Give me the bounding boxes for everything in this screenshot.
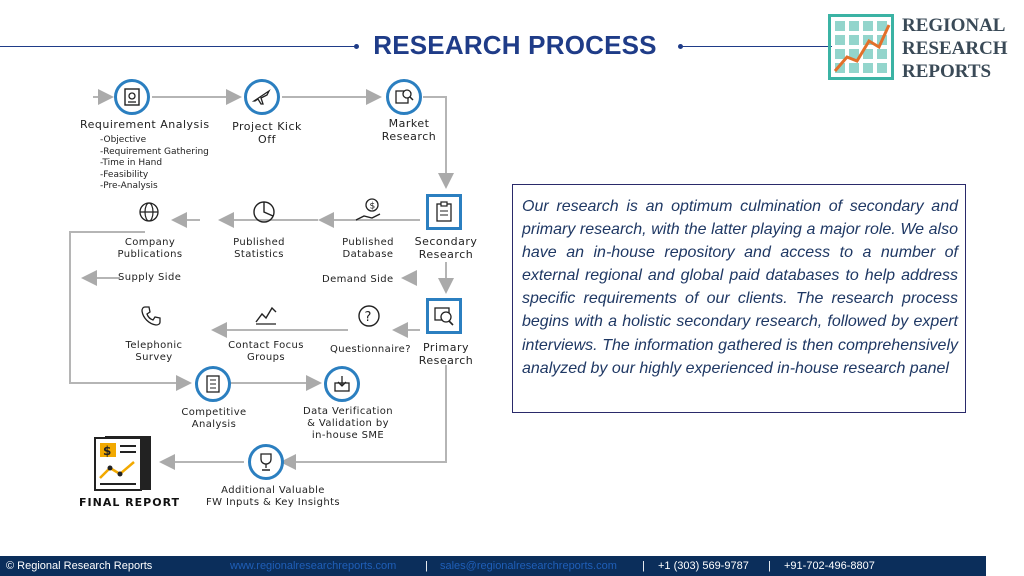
footer-phone-1: +1 (303) 569-9787 — [658, 560, 749, 572]
globe-icon — [138, 201, 160, 227]
pie-chart-icon — [252, 200, 276, 228]
primary-research-icon — [426, 298, 462, 334]
description-box: Our research is an optimum culmination o… — [512, 184, 966, 413]
chart-logo-icon — [833, 21, 891, 73]
header-rule-right — [682, 46, 832, 47]
footer-bar: © Regional Research Reports www.regional… — [0, 556, 986, 576]
project-kick-off-label: Project Kick Off — [232, 120, 302, 146]
published-statistics-label: Published Statistics — [233, 237, 285, 260]
page-title: RESEARCH PROCESS — [373, 30, 657, 60]
footer-separator: | — [768, 560, 771, 572]
question-icon: ? — [357, 304, 381, 332]
svg-text:$: $ — [370, 202, 376, 212]
additional-inputs-label: Additional Valuable FW Inputs & Key Insi… — [205, 485, 341, 508]
airplane-icon — [244, 79, 280, 115]
demand-side-label: Demand Side — [322, 274, 394, 285]
competitive-analysis-icon — [195, 366, 231, 402]
line-chart-icon — [254, 304, 278, 330]
market-research-label: Market Research — [381, 117, 437, 143]
footer-phone-2: +91-702-496-8807 — [784, 560, 875, 572]
company-publications-label: Company Publications — [117, 237, 183, 260]
supply-side-label: Supply Side — [118, 272, 182, 283]
final-report-icon: $ — [93, 434, 155, 496]
money-hand-icon: $ — [354, 198, 384, 230]
telephonic-survey-label: Telephonic Survey — [125, 340, 183, 363]
header-dot-right — [678, 44, 683, 49]
footer-copyright: © Regional Research Reports — [6, 560, 153, 572]
data-verification-icon — [324, 366, 360, 402]
trophy-icon — [248, 444, 284, 480]
requirement-analysis-icon — [114, 79, 150, 115]
logo-mark — [828, 14, 894, 80]
footer-website-link[interactable]: www.regionalresearchreports.com — [230, 560, 397, 572]
footer-separator: | — [642, 560, 645, 572]
final-report-label: FINAL REPORT — [79, 496, 181, 509]
market-research-icon — [386, 79, 422, 115]
phone-icon — [140, 305, 162, 331]
requirement-analysis-items: -Objective -Requirement Gathering -Time … — [100, 135, 209, 192]
primary-research-label: Primary Research — [418, 341, 474, 367]
logo-text: REGIONAL RESEARCH REPORTS — [902, 15, 1008, 82]
final-report-symbol: $ — [103, 444, 111, 458]
requirement-analysis-label: Requirement Analysis — [80, 118, 210, 131]
clipboard-icon — [426, 194, 462, 230]
footer-email-link[interactable]: sales@regionalresearchreports.com — [440, 560, 617, 572]
header-dot-left — [354, 44, 359, 49]
competitive-analysis-label: Competitive Analysis — [181, 407, 247, 430]
published-database-label: Published Database — [342, 237, 394, 260]
questionnaire-label: Questionnaire? — [330, 344, 411, 355]
data-verification-label: Data Verification & Validation by in-hou… — [302, 406, 394, 441]
secondary-research-label: Secondary Research — [414, 235, 478, 261]
header-rule-left — [0, 46, 356, 47]
contact-focus-groups-label: Contact Focus Groups — [228, 340, 304, 363]
svg-text:?: ? — [365, 310, 372, 325]
footer-separator: | — [425, 560, 428, 572]
